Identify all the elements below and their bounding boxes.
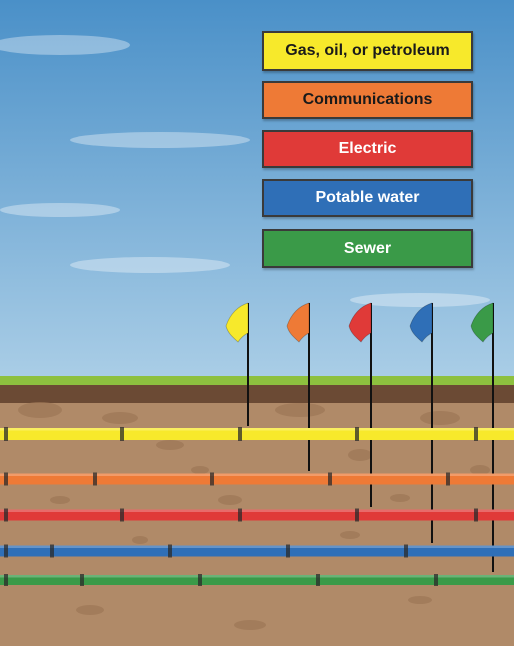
pipe-joint xyxy=(404,544,408,558)
marker-flags xyxy=(225,302,494,343)
marker-flag-communications xyxy=(286,302,310,343)
legend-item-sewer: Sewer xyxy=(262,229,473,268)
pipe-joint xyxy=(93,472,97,486)
pipe-joint xyxy=(168,544,172,558)
pipe-joint xyxy=(4,544,8,558)
pebble xyxy=(390,494,410,502)
pipe-electric xyxy=(0,509,514,521)
pipe-joint xyxy=(446,472,450,486)
utility-pipes xyxy=(0,427,514,586)
pipe-joint xyxy=(4,427,8,441)
clouds xyxy=(0,35,490,307)
pipe-joint xyxy=(4,472,8,486)
legend-label-electric: Electric xyxy=(338,140,397,157)
pebble xyxy=(340,531,360,539)
pipe-joint xyxy=(50,544,54,558)
marker-flag-gas xyxy=(225,302,249,343)
legend-label-communications: Communications xyxy=(302,91,433,108)
marker-flag-electric xyxy=(348,302,372,343)
soil-pebbles xyxy=(18,402,490,630)
pipe-joint xyxy=(4,508,8,522)
legend-label-gas: Gas, oil, or petroleum xyxy=(285,42,450,59)
pipe-joint xyxy=(120,508,124,522)
pipe-joint xyxy=(316,574,320,586)
topsoil-layer xyxy=(0,385,514,403)
pebble xyxy=(218,495,242,505)
legend-item-gas: Gas, oil, or petroleum xyxy=(262,31,473,71)
pipe-joint xyxy=(474,427,478,441)
pebble xyxy=(275,403,325,417)
pipe-joint xyxy=(80,574,84,586)
pipe-joint xyxy=(474,508,478,522)
legend-item-water: Potable water xyxy=(262,179,473,217)
pipe-joint xyxy=(355,508,359,522)
pipe-gas xyxy=(0,428,514,440)
legend-item-communications: Communications xyxy=(262,81,473,119)
pipe-joint xyxy=(4,574,8,586)
pipe-joint xyxy=(238,508,242,522)
pipe-joint xyxy=(286,544,290,558)
marker-flag-sewer xyxy=(470,302,494,343)
pipe-joint xyxy=(355,427,359,441)
pebble xyxy=(102,412,138,424)
pebble xyxy=(50,496,70,504)
pipe-joint xyxy=(120,427,124,441)
legend-label-sewer: Sewer xyxy=(343,239,392,257)
pebble xyxy=(234,620,266,630)
pebble xyxy=(132,536,148,544)
pipe-water xyxy=(0,545,514,557)
marker-flag-water xyxy=(409,302,433,343)
pebble xyxy=(420,411,460,425)
pebble xyxy=(348,449,372,461)
pipe-joint xyxy=(238,427,242,441)
pipe-sewer xyxy=(0,575,514,585)
pebble xyxy=(156,440,184,450)
pipe-joint xyxy=(434,574,438,586)
legend-label-water: Potable water xyxy=(315,189,420,206)
pebble xyxy=(18,402,62,418)
pebble xyxy=(408,596,432,604)
pipe-joint xyxy=(198,574,202,586)
pebble xyxy=(191,466,209,474)
pipe-joint xyxy=(328,472,332,486)
pipe-communications xyxy=(0,473,514,485)
pipe-joint xyxy=(210,472,214,486)
pebble xyxy=(76,605,104,615)
legend-item-electric: Electric xyxy=(262,130,473,168)
pebble xyxy=(470,465,490,475)
grass-strip xyxy=(0,376,514,385)
